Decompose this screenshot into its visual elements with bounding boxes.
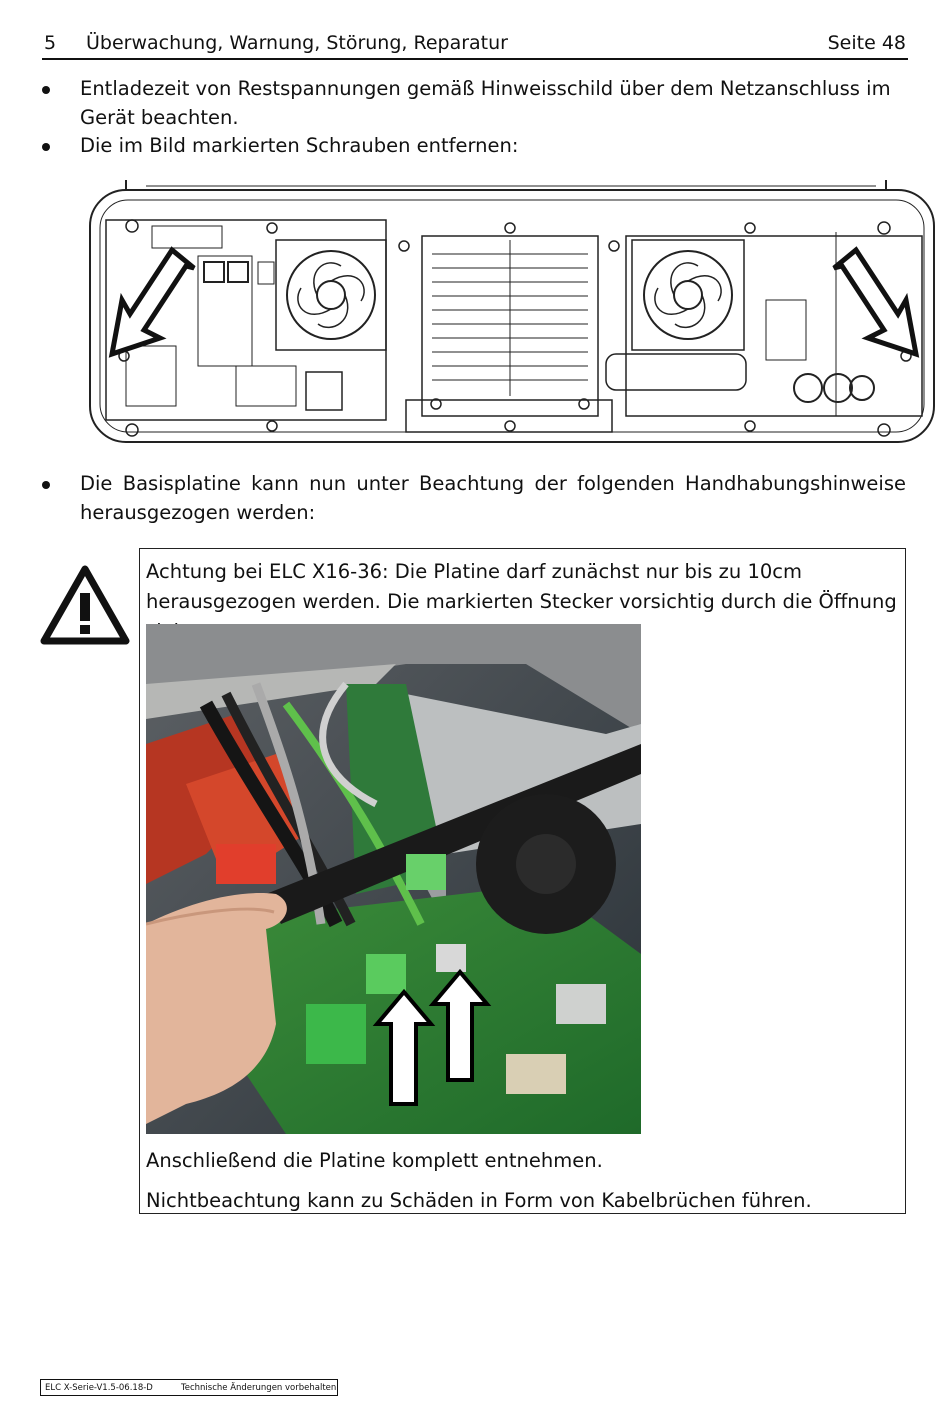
footer-note: Technische Änderungen vorbehalten [181,1383,337,1393]
warning-triangle-icon [40,565,130,645]
bullet-text: Entladezeit von Restspannungen gemäß Hin… [80,77,891,129]
bullet-icon [42,481,50,489]
bullet-text: Die im Bild markierten Schrauben entfern… [80,134,519,157]
page-header: 5 Überwachung, Warnung, Störung, Reparat… [42,30,908,60]
bullet-item: Entladezeit von Restspannungen gemäß Hin… [42,74,906,134]
chapter-title: Überwachung, Warnung, Störung, Reparatur [86,32,508,54]
warning-box: Achtung bei ELC X16-36: Die Platine darf… [139,548,906,1214]
board-photo [146,624,641,1134]
page-footer: ELC X-Serie-V1.5-06.18-D Technische Ände… [40,1379,338,1396]
bullet-text: Die Basisplatine kann nun unter Beachtun… [80,472,906,524]
device-drawing [89,180,935,443]
bullet-icon [42,143,50,151]
bullet-item: Die Basisplatine kann nun unter Beachtun… [42,469,906,529]
after-photo-text: Anschließend die Platine komplett entneh… [146,1149,603,1172]
page-number: Seite 48 [827,32,906,54]
bullet-item: Die im Bild markierten Schrauben entfern… [42,131,906,161]
footer-version: ELC X-Serie-V1.5-06.18-D [45,1383,153,1393]
after-photo-text: Nichtbeachtung kann zu Schäden in Form v… [146,1189,812,1212]
bullet-icon [42,86,50,94]
chapter-number: 5 [44,32,57,54]
